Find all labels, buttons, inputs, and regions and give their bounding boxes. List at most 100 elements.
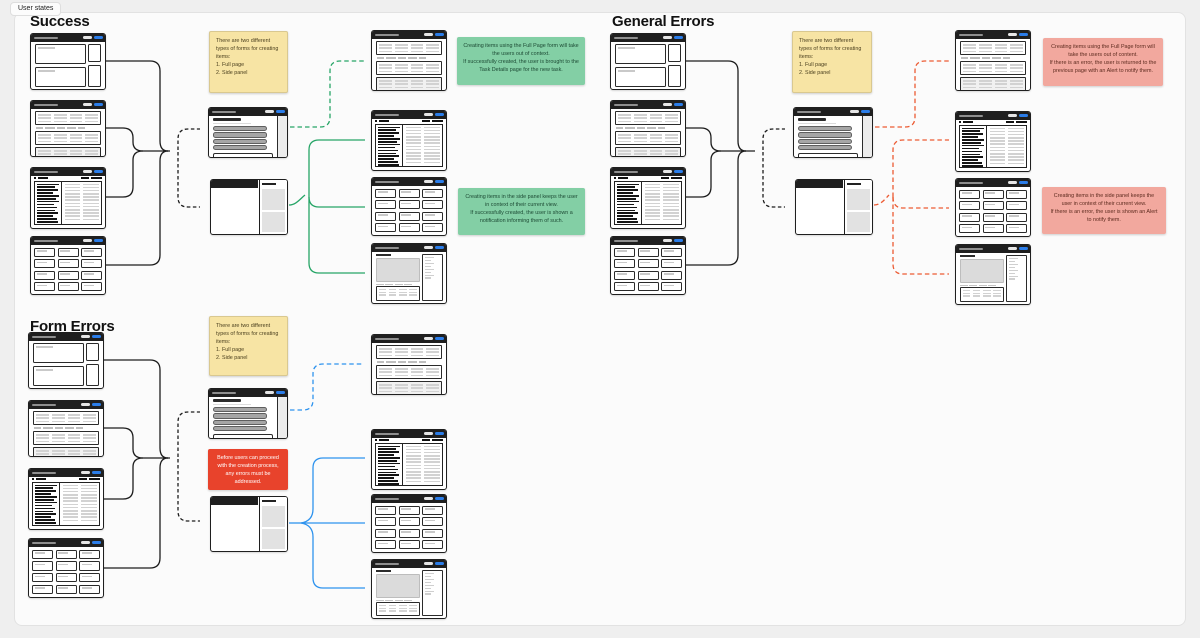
wf-part-card bbox=[661, 259, 682, 268]
wf-part-lrows bbox=[60, 483, 99, 526]
i-part bbox=[62, 494, 79, 496]
i-part bbox=[388, 288, 397, 291]
wf-part-pb bbox=[434, 337, 444, 341]
i-part bbox=[405, 126, 422, 129]
i-part bbox=[405, 148, 422, 151]
i-part bbox=[410, 50, 424, 53]
wireframe-form-errors-list-view[interactable] bbox=[28, 468, 104, 530]
wf-part-pw bbox=[80, 335, 90, 339]
i-part bbox=[424, 262, 434, 264]
wireframe-form-errors-result-table-view[interactable] bbox=[371, 334, 447, 395]
i-part bbox=[410, 83, 424, 86]
wf-part-tdhero bbox=[375, 573, 420, 598]
sticky-note-blocking-errors[interactable]: Before users can proceed with the creati… bbox=[208, 449, 288, 490]
wireframe-general-errors-side-panel[interactable] bbox=[795, 179, 873, 235]
wf-part-wf-head bbox=[31, 101, 105, 109]
wireframe-success-result-list-view[interactable] bbox=[371, 110, 447, 171]
wf-part-pw bbox=[82, 170, 92, 174]
i-part bbox=[989, 140, 1006, 142]
i-part bbox=[989, 156, 1006, 158]
wf-part-card bbox=[1006, 201, 1027, 210]
wireframe-success-list-view[interactable] bbox=[30, 167, 106, 229]
i-part bbox=[388, 291, 397, 294]
wireframe-form-errors-result-card-grid[interactable] bbox=[371, 494, 447, 553]
sticky-note-form-types-form-errors[interactable]: There are two different types of forms f… bbox=[209, 316, 288, 376]
page-tab-user-states[interactable]: User states bbox=[10, 2, 62, 16]
wireframe-general-errors-list-view[interactable] bbox=[610, 167, 686, 229]
wireframe-general-errors-result-list-view[interactable] bbox=[955, 111, 1031, 172]
i-part bbox=[58, 552, 68, 554]
sticky-note-form-types-general-errors[interactable]: There are two different types of forms f… bbox=[792, 31, 872, 93]
i-part bbox=[617, 215, 633, 217]
wireframe-general-errors-task-details[interactable] bbox=[955, 244, 1031, 305]
wireframe-general-errors-full-page-form[interactable] bbox=[793, 107, 873, 158]
wireframe-success-dashboard[interactable] bbox=[30, 33, 106, 90]
wf-part-t bbox=[31, 471, 56, 474]
sticky-note-form-types-success[interactable]: There are two different types of forms f… bbox=[209, 31, 288, 93]
sticky-note-full-page-general-errors[interactable]: Creating items using the Full Page form … bbox=[1043, 38, 1163, 86]
wireframe-form-errors-card-grid[interactable] bbox=[28, 538, 104, 598]
wireframe-success-side-panel[interactable] bbox=[210, 179, 288, 235]
wireframe-general-errors-dashboard[interactable] bbox=[610, 33, 686, 90]
wf-part-t bbox=[958, 33, 983, 36]
i-part bbox=[1008, 263, 1018, 265]
wf-part-card bbox=[982, 189, 1004, 199]
wireframe-form-errors-result-list-view[interactable] bbox=[371, 429, 447, 490]
wireframe-success-table-view[interactable] bbox=[30, 100, 106, 157]
wireframe-form-errors-table-view[interactable] bbox=[28, 400, 104, 457]
i-part bbox=[989, 133, 1006, 136]
wf-part-seg bbox=[81, 177, 89, 179]
i-part bbox=[617, 186, 635, 188]
wireframe-success-result-table-view[interactable] bbox=[371, 30, 447, 91]
wf-part-dbox bbox=[615, 44, 666, 64]
sticky-note-side-panel-success[interactable]: Creating items in the side panel keeps t… bbox=[458, 188, 585, 235]
i-part bbox=[426, 390, 439, 393]
i-part bbox=[378, 454, 394, 456]
i-part bbox=[62, 513, 79, 515]
section-title-form-errors[interactable]: Form Errors bbox=[30, 318, 115, 335]
i-part bbox=[663, 218, 679, 221]
i-part bbox=[644, 193, 661, 195]
i-part bbox=[989, 146, 1006, 149]
wireframe-success-result-card-grid[interactable] bbox=[371, 177, 447, 236]
i-part bbox=[649, 117, 663, 119]
section-title-success[interactable]: Success bbox=[30, 13, 90, 30]
sticky-note-side-panel-general-errors[interactable]: Creating items in the side panel keeps t… bbox=[1042, 187, 1166, 234]
i-part bbox=[394, 283, 403, 286]
wireframe-form-errors-side-panel[interactable] bbox=[210, 496, 288, 552]
wireframe-form-errors-full-page-form[interactable] bbox=[208, 388, 288, 439]
wireframe-success-full-page-form[interactable] bbox=[208, 107, 288, 158]
i-part bbox=[398, 607, 407, 610]
wireframe-general-errors-result-card-grid[interactable] bbox=[955, 178, 1031, 237]
wf-part-card bbox=[1006, 212, 1027, 222]
wireframe-form-errors-task-details[interactable] bbox=[371, 559, 447, 619]
wf-part-pw bbox=[80, 471, 90, 475]
i-part bbox=[378, 451, 399, 453]
wireframe-general-errors-table-view[interactable] bbox=[610, 100, 686, 157]
wireframe-general-errors-card-grid[interactable] bbox=[610, 236, 686, 295]
i-part bbox=[663, 199, 679, 202]
i-part bbox=[424, 155, 440, 157]
i-part bbox=[385, 599, 394, 602]
i-part bbox=[85, 140, 98, 143]
i-part bbox=[617, 183, 640, 186]
wf-part-tchips bbox=[33, 427, 99, 429]
wf-part-lrows bbox=[403, 125, 442, 167]
i-part bbox=[57, 127, 65, 129]
wf-part-lbox bbox=[34, 180, 102, 225]
i-part bbox=[424, 148, 440, 151]
wireframe-success-task-details[interactable] bbox=[371, 243, 447, 304]
i-part bbox=[409, 288, 417, 291]
sticky-note-full-page-success[interactable]: Creating items using the Full Page form … bbox=[457, 37, 585, 85]
i-part bbox=[394, 599, 403, 602]
wireframe-general-errors-result-table-view[interactable] bbox=[955, 30, 1031, 91]
i-part bbox=[1008, 149, 1024, 152]
i-part bbox=[378, 164, 399, 166]
wireframe-form-errors-dashboard[interactable] bbox=[28, 332, 104, 389]
wireframe-success-card-grid[interactable] bbox=[30, 236, 106, 295]
wf-part-tgroup bbox=[33, 447, 99, 456]
wf-part-tgroup bbox=[33, 411, 99, 426]
section-title-general-errors[interactable]: General Errors bbox=[612, 13, 715, 30]
wf-part-pw bbox=[82, 103, 92, 107]
wf-part-pb bbox=[275, 391, 285, 395]
